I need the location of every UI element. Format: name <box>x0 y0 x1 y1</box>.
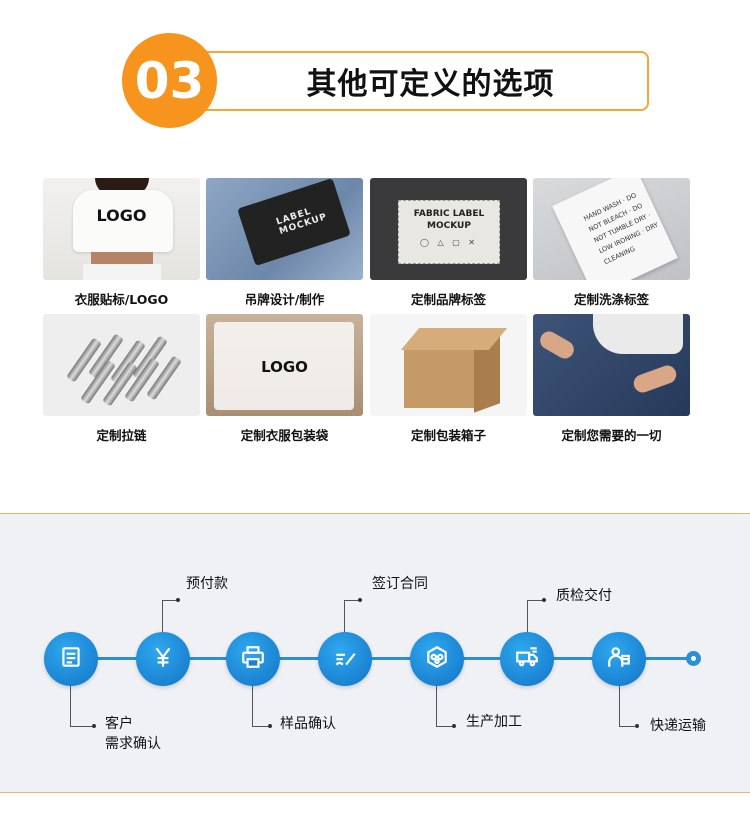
delivery-truck-icon <box>514 644 540 674</box>
courier-icon <box>606 644 632 674</box>
care-symbols-icon: ◯ △ ▢ ✕ <box>420 238 478 247</box>
option-caption: 定制品牌标签 <box>410 292 486 307</box>
option-caption: 定制包装箱子 <box>410 428 486 443</box>
zipper-image <box>43 314 200 416</box>
section-number: 03 <box>134 51 205 110</box>
brand-label-image: FABRIC LABEL MOCKUP ◯ △ ▢ ✕ <box>370 178 527 280</box>
option-caption: 定制衣服包装袋 <box>240 428 329 443</box>
sewing-image <box>533 314 690 416</box>
yen-icon <box>150 644 176 674</box>
step-customer-needs[interactable] <box>44 632 98 686</box>
process-section: 客户 需求确认 预付款 样品确认 签订合同 生产加工 <box>0 513 750 793</box>
option-card-clothing-logo[interactable]: LOGO 衣服贴标/LOGO <box>43 178 200 308</box>
step-label-prepayment: 预付款 <box>186 576 228 592</box>
step-sign-contract[interactable] <box>318 632 372 686</box>
image-logo-text: LOGO <box>261 358 308 376</box>
timeline-line <box>70 657 694 660</box>
section-title: 其他可定义的选项 <box>306 67 555 102</box>
step-prepayment[interactable] <box>136 632 190 686</box>
section-header: 其他可定义的选项 03 <box>0 0 750 150</box>
printer-icon <box>240 644 266 674</box>
step-label-customer: 客户 需求确认 <box>105 716 161 752</box>
option-card-brand-label[interactable]: FABRIC LABEL MOCKUP ◯ △ ▢ ✕ 定制品牌标签 <box>370 178 527 308</box>
option-card-packaging-bag[interactable]: LOGO 定制衣服包装袋 <box>206 314 363 444</box>
step-label-sample: 样品确认 <box>280 716 336 732</box>
timeline-end-dot <box>686 651 701 666</box>
option-card-hang-tag[interactable]: LABEL MOCKUP 吊牌设计/制作 <box>206 178 363 308</box>
clothing-logo-image: LOGO <box>43 178 200 280</box>
step-label-courier: 快递运输 <box>650 718 706 734</box>
step-courier[interactable] <box>592 632 646 686</box>
option-caption: 衣服贴标/LOGO <box>74 292 169 307</box>
packaging-bag-image: LOGO <box>206 314 363 416</box>
option-card-zipper[interactable]: 定制拉链 <box>43 314 200 444</box>
step-qc-delivery[interactable] <box>500 632 554 686</box>
packaging-box-image <box>370 314 527 416</box>
step-label-production: 生产加工 <box>466 714 522 730</box>
option-caption: 定制拉链 <box>96 428 147 443</box>
option-card-custom-anything[interactable]: 定制您需要的一切 <box>533 314 690 444</box>
step-production[interactable] <box>410 632 464 686</box>
option-card-packaging-box[interactable]: 定制包装箱子 <box>370 314 527 444</box>
option-caption: 定制您需要的一切 <box>561 428 662 443</box>
option-caption: 定制洗涤标签 <box>573 292 649 307</box>
step-label-qc: 质检交付 <box>556 588 612 604</box>
option-card-wash-label[interactable]: HAND WASH · DO NOT BLEACH · DO NOT TUMBL… <box>533 178 690 308</box>
title-box: 其他可定义的选项 <box>192 51 649 111</box>
step-label-contract: 签订合同 <box>372 576 428 592</box>
section-number-badge: 03 <box>122 33 217 128</box>
image-logo-text: LOGO <box>96 206 147 225</box>
sign-pen-icon <box>332 644 358 674</box>
step-sample-confirm[interactable] <box>226 632 280 686</box>
hang-tag-image: LABEL MOCKUP <box>206 178 363 280</box>
document-icon <box>58 644 84 674</box>
image-label-text: FABRIC LABEL MOCKUP <box>413 209 485 231</box>
wash-label-image: HAND WASH · DO NOT BLEACH · DO NOT TUMBL… <box>533 178 690 280</box>
production-icon <box>424 644 450 674</box>
option-caption: 吊牌设计/制作 <box>244 292 325 307</box>
